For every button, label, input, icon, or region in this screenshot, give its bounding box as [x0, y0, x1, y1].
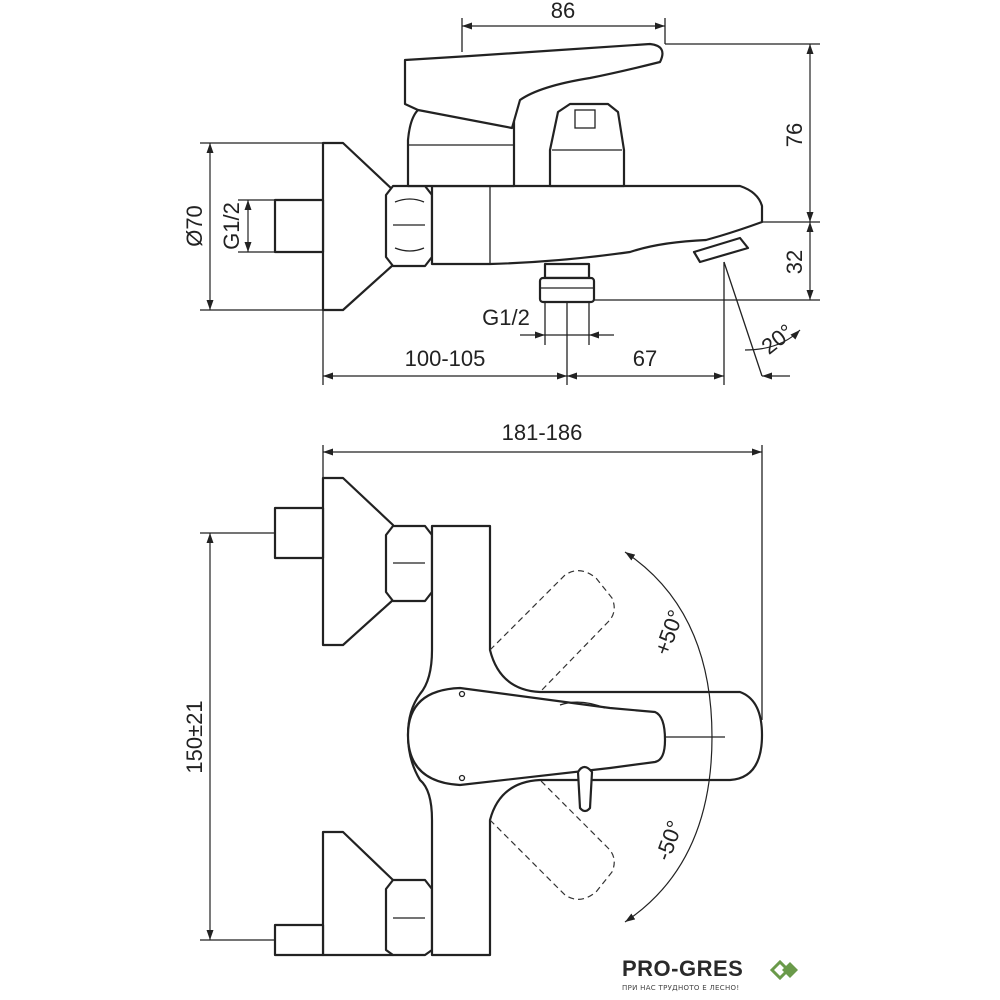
hex-nut — [384, 184, 434, 268]
dim-181-186-label: 181-186 — [502, 420, 583, 445]
wall-flange — [321, 141, 395, 312]
thread-left-label: G1/2 — [219, 202, 244, 250]
dim-angle-label: 20° — [757, 319, 799, 359]
thread-bottom-label: G1/2 — [482, 305, 530, 330]
diverter — [548, 102, 626, 188]
dim-150-label: 150±21 — [182, 700, 207, 773]
dim-67-label: 67 — [633, 346, 657, 371]
lever-front — [406, 686, 667, 787]
lever-handle — [403, 42, 664, 130]
side-view-dimensions: 86 76 32 Ø70 G1/2 G1/2 100-105 — [182, 0, 820, 385]
aerator — [692, 236, 750, 264]
lower-wall-flange — [321, 830, 395, 957]
bottom-outlet — [543, 262, 591, 280]
rotation-minus-label: -50° — [650, 817, 687, 864]
brand-tagline: ПРИ НАС ТРУДНОТО Е ЛЕСНО! — [622, 984, 740, 992]
diverter-knob — [576, 765, 594, 813]
lever-position-minus — [489, 779, 615, 900]
dim-100-105-label: 100-105 — [405, 346, 486, 371]
rotation-plus-label: +50° — [649, 606, 688, 658]
dim-32-label: 32 — [782, 250, 807, 274]
brand-logo: PRO-GRES ПРИ НАС ТРУДНОТО Е ЛЕСНО! — [622, 956, 822, 1000]
upper-wall-flange — [321, 476, 395, 647]
dim-diameter-label: Ø70 — [182, 205, 207, 247]
front-view — [273, 476, 764, 957]
dim-86-label: 86 — [551, 0, 575, 23]
inlet-connector — [273, 198, 325, 254]
brand-name: PRO-GRES — [622, 956, 744, 981]
dim-76-label: 76 — [782, 123, 807, 147]
spout-body — [430, 184, 764, 266]
lever-position-plus — [489, 570, 615, 693]
diamond-arrow-icon — [770, 960, 798, 980]
side-view — [273, 42, 764, 312]
